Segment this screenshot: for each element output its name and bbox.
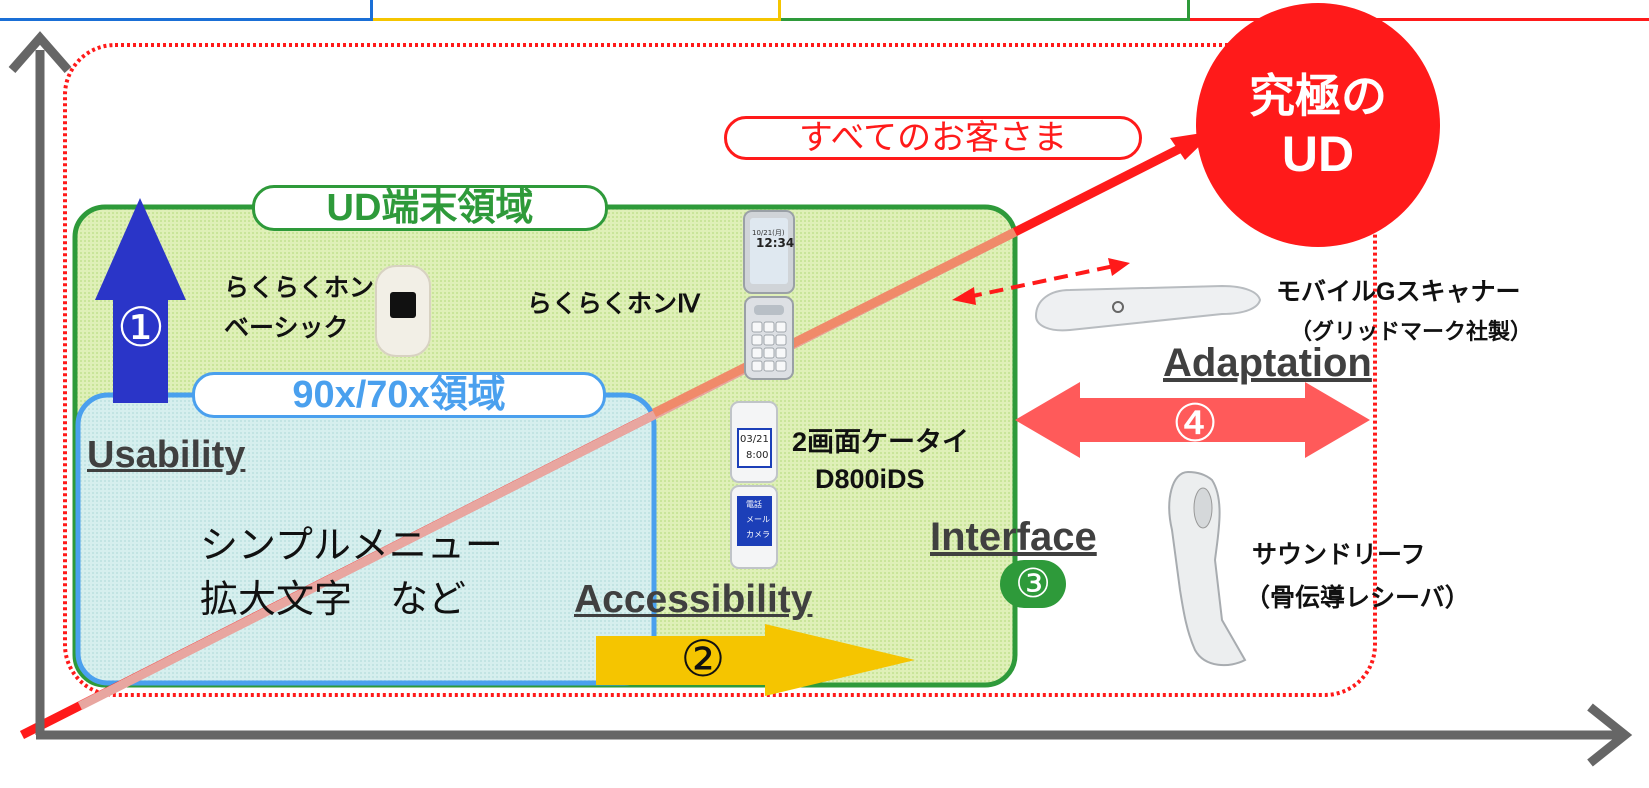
features-line1: シンプルメニュー [200, 525, 503, 567]
raku-basic-label-line2: ベーシック [224, 314, 349, 342]
top-bar-blue [0, 0, 373, 21]
ud-terminal-pill: UD端末領域 [252, 185, 608, 231]
keypad-key [751, 347, 763, 359]
keypad-key [763, 334, 775, 346]
scanner-label-line2: （グリッドマーク社製） [1290, 319, 1533, 344]
marker-4: ④ [1171, 394, 1219, 454]
soundleaf-label-line2: （骨伝導レシーバ） [1245, 584, 1470, 612]
ultimate-ud-title-line2: UD [1281, 126, 1355, 182]
d800-screen-time: 8:00 [746, 450, 769, 461]
keypad-key [763, 347, 775, 359]
adaptation-label: Adaptation [1163, 341, 1372, 385]
keypad-key [751, 360, 763, 372]
keypad-key [763, 321, 775, 333]
d800-screen-date: 03/21 [740, 434, 769, 445]
raku-iv-screen-date: 10/21(月) [752, 229, 785, 237]
marker-1: ① [116, 296, 166, 359]
ultimate-ud-circle [1196, 3, 1440, 247]
d800-menu-item-2: カメラ [746, 530, 770, 539]
top-bar-red [1190, 0, 1649, 21]
g-scanner-image [1034, 284, 1262, 332]
usability-label: Usability [87, 434, 246, 476]
all-customers-label: すべてのお客さま [798, 119, 1068, 157]
ud-terminal-label: UD端末領域 [326, 187, 534, 229]
keypad-key [763, 360, 775, 372]
series-90x70x-label: 90x/70x領域 [292, 374, 506, 416]
marker-3-badge: ③ [1000, 560, 1066, 608]
raku-iv-label: らくらくホンⅣ [527, 290, 701, 318]
marker-2: ② [680, 630, 726, 688]
keypad-key [775, 347, 787, 359]
adaptation-arrow [1015, 382, 1370, 458]
top-bar-yellow [373, 0, 781, 21]
d800ids-phone-image [730, 401, 778, 569]
d800-menu-item-1: メール [746, 515, 770, 524]
dual-screen-label-line2: D800iDS [815, 464, 925, 494]
scanner-link-arrow [967, 264, 1115, 299]
interface-label: Interface [930, 515, 1097, 559]
raku-basic-label-line1: らくらくホン [224, 274, 375, 302]
keypad-key [775, 321, 787, 333]
d800-menu-item-0: 電話 [746, 500, 762, 509]
dual-screen-label-line1: 2画面ケータイ [792, 427, 970, 457]
keypad-key [775, 334, 787, 346]
keypad-key [751, 334, 763, 346]
marker-3: ③ [1015, 561, 1051, 607]
scanner-label-line1: モバイルGスキャナー [1276, 278, 1521, 306]
ultimate-ud-boundary [63, 43, 1377, 697]
keypad-key [751, 321, 763, 333]
accessibility-arrow [596, 624, 915, 696]
soundleaf-image [1168, 470, 1247, 667]
ultimate-ud-title-line1: 究極の [1249, 70, 1387, 122]
soundleaf-label-line1: サウンドリーフ [1252, 541, 1426, 569]
keypad-key [775, 360, 787, 372]
features-line2: 拡大文字 など [200, 579, 467, 621]
raku-basic-phone-image [375, 265, 431, 357]
raku-iv-screen-time: 12:34 [756, 236, 795, 250]
top-bar-green [781, 0, 1190, 21]
usability-arrow [95, 198, 186, 403]
all-customers-pill: すべてのお客さま [724, 116, 1142, 160]
accessibility-label: Accessibility [574, 578, 813, 621]
series-90x70x-pill: 90x/70x領域 [192, 372, 606, 418]
